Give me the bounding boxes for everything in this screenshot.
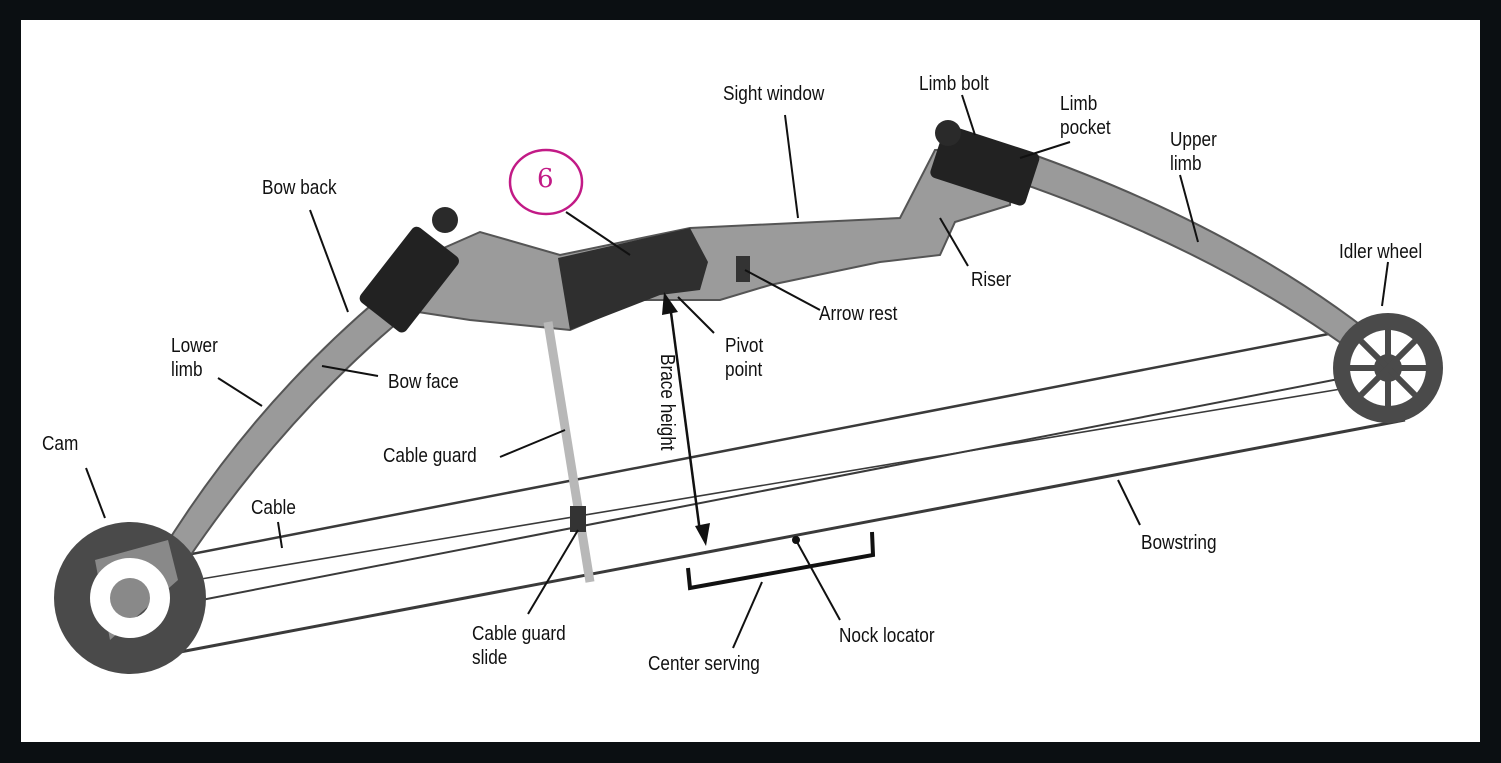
grip-shape: [558, 228, 708, 330]
strings-and-cables: [134, 323, 1406, 654]
label-cable: Cable: [251, 497, 296, 519]
compound-bow-illustration: [54, 94, 1443, 674]
idler-wheel-shape: [1333, 313, 1443, 423]
bowstring-line: [179, 418, 1406, 654]
label-nock-locator: Nock locator: [839, 625, 935, 647]
brace-height-arrow: [662, 292, 710, 546]
cable-guard-rod: [543, 321, 595, 583]
leader-lines: [85, 94, 1389, 649]
lower-limb-bolt: [432, 207, 458, 233]
center-serving-bracket: [686, 531, 876, 591]
label-cable-guard-slide: Cable guard slide: [472, 623, 566, 669]
label-center-serving: Center serving: [648, 653, 760, 675]
label-sight-window: Sight window: [723, 83, 825, 105]
diagram-canvas: Sight window Limb bolt Limb pocket Upper…: [21, 20, 1480, 742]
label-brace-height: Brace height: [656, 354, 678, 451]
label-bowstring: Bowstring: [1141, 532, 1217, 554]
cable-guard-slide-shape: [570, 506, 586, 532]
label-cable-guard: Cable guard: [383, 445, 477, 467]
label-idler-wheel: Idler wheel: [1339, 241, 1423, 263]
label-upper-limb: Upper limb: [1170, 129, 1217, 175]
handwritten-circle: [508, 148, 584, 216]
upper-limb-bolt: [935, 120, 961, 146]
label-limb-bolt: Limb bolt: [919, 73, 989, 95]
label-riser: Riser: [971, 269, 1012, 291]
arrow-rest-shape: [736, 256, 750, 282]
riser-shape: [404, 146, 1017, 332]
label-bow-face: Bow face: [388, 371, 459, 393]
cable-middle: [149, 369, 1386, 611]
label-pivot-point: Pivot point: [725, 335, 764, 381]
upper-limb-pocket: [930, 125, 1040, 206]
label-arrow-rest: Arrow rest: [819, 303, 898, 325]
nock-locator-dot: [792, 536, 800, 544]
cable-upper: [134, 323, 1376, 567]
lower-limb-pocket: [359, 226, 459, 333]
handwritten-number: 6: [537, 164, 554, 194]
label-limb-pocket: Limb pocket: [1060, 93, 1111, 139]
label-cam: Cam: [42, 433, 79, 455]
cam-shape: [54, 522, 206, 674]
label-lower-limb: Lower limb: [171, 335, 218, 381]
cable-lower: [164, 384, 1366, 586]
label-bow-back: Bow back: [262, 177, 337, 199]
